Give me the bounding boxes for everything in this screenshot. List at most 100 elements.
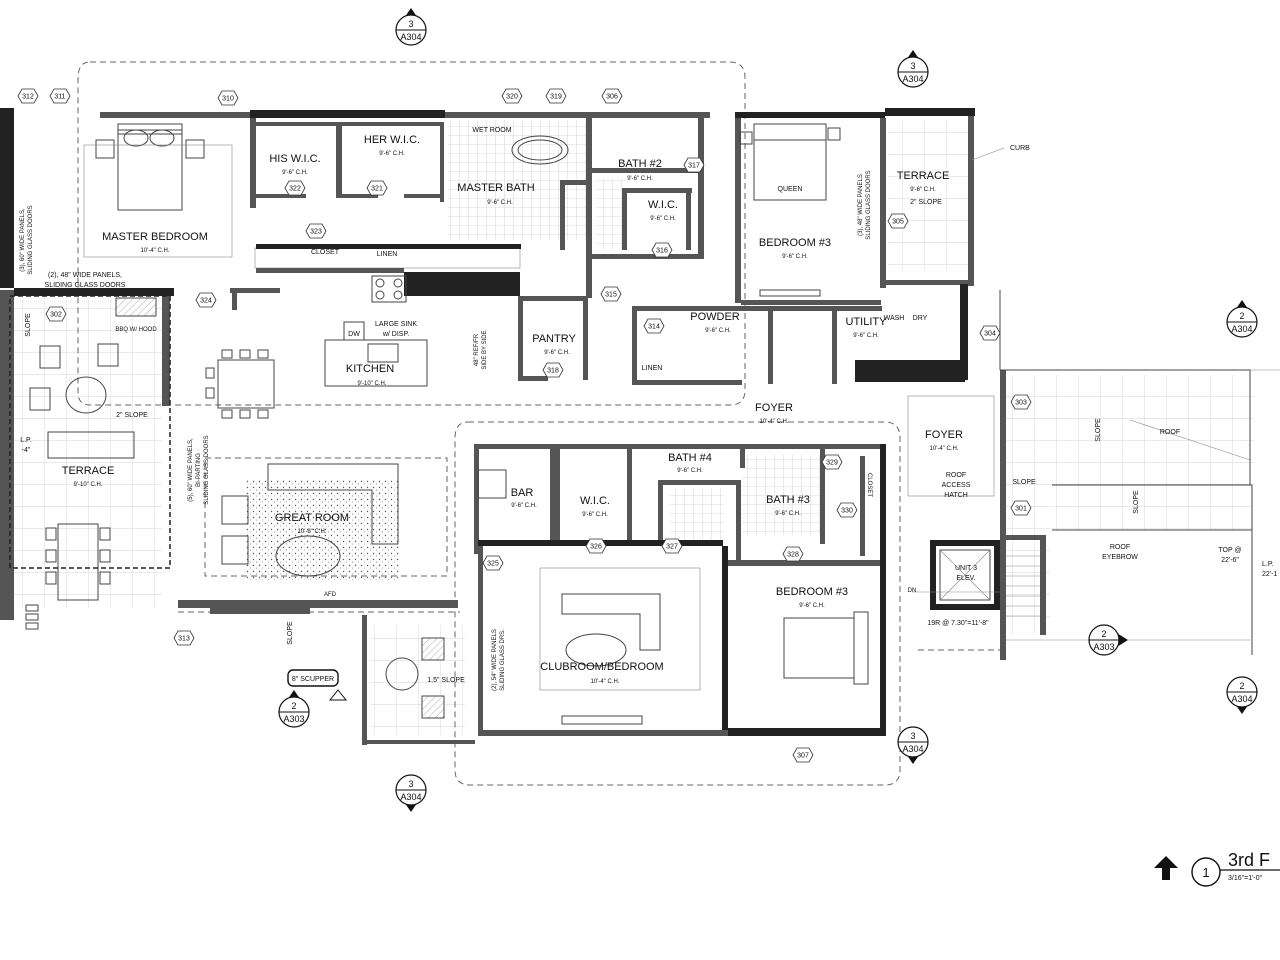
roof-hatch-label-2: ACCESS — [942, 482, 971, 489]
dishwasher-label: DW — [348, 331, 360, 338]
room-bath-4: BATH #4 — [668, 452, 712, 464]
section-sheet-ref: A304 — [1231, 324, 1252, 334]
room-tag-number: 311 — [54, 94, 65, 101]
drawing-scale: 3/16"=1'-0" — [1228, 875, 1263, 882]
drawing-number: 1 — [1202, 865, 1209, 880]
door-note: (3), 60" WIDE PANELS, — [20, 208, 26, 272]
title-block: 1 3rd F 3/16"=1'-0" — [1154, 850, 1280, 887]
afd-label: AFD — [324, 592, 337, 598]
sink-disp-note: w/ DISP. — [382, 331, 409, 338]
room-tag-number: 323 — [310, 229, 322, 236]
room-tag: 328 — [782, 546, 804, 562]
room-tag-number: 302 — [50, 312, 62, 319]
slope-note: SLOPE — [1095, 418, 1102, 442]
sink-note: LARGE SINK — [375, 321, 417, 328]
room-tag-number: 328 — [787, 552, 799, 559]
floor-finishes — [12, 120, 1254, 735]
room-tag: 321 — [366, 180, 388, 196]
room-tag-number: 307 — [797, 753, 809, 760]
slope-note: SLOPE — [25, 313, 32, 337]
room-tag: 310 — [217, 90, 239, 106]
room-bath-2: BATH #2 — [618, 158, 662, 170]
room-tag-number: 324 — [200, 298, 212, 305]
door-note: SLIDING GLASS DOORS — [204, 435, 210, 504]
section-sheet-ref: A304 — [1231, 694, 1252, 704]
room-kitchen: KITCHEN — [346, 363, 394, 375]
room-tag-number: 326 — [590, 544, 602, 551]
section-number: 2 — [1101, 629, 1106, 639]
room-foyer: FOYER — [925, 429, 963, 441]
room-tag-number: 320 — [506, 94, 518, 101]
room-tag-number: 301 — [1015, 506, 1027, 513]
room-tag-number: 303 — [1015, 400, 1027, 407]
section-sheet-ref: A303 — [283, 714, 304, 724]
slope-note: SLOPE — [1012, 479, 1036, 486]
room-foyer: FOYER — [755, 402, 793, 414]
low-point-value: 22'-1 — [1262, 571, 1277, 578]
room-tag: 318 — [542, 362, 564, 378]
room-tag: 314 — [643, 318, 665, 334]
room-great-room: GREAT ROOM — [275, 512, 349, 524]
room-bath-3: BATH #3 — [766, 494, 810, 506]
ceiling-height: 9'-6" C.H. — [487, 200, 513, 206]
room-tag: 326 — [585, 538, 607, 554]
ceiling-height: 9'-6" C.H. — [782, 254, 808, 260]
stair-down-label: DN — [908, 588, 917, 594]
curb-note: CURB — [1010, 145, 1030, 152]
room-tag: 312 — [17, 88, 39, 104]
bed-size: QUEEN — [778, 186, 803, 193]
section-number: 2 — [1239, 311, 1244, 321]
section-sheet-ref: A304 — [902, 744, 923, 754]
ceiling-height: 10'-4" C.H. — [591, 679, 620, 685]
room-tag-number: 329 — [826, 460, 838, 467]
room-closet: CLOSET — [311, 249, 340, 256]
ceiling-height: 9'-6" C.H. — [705, 328, 731, 334]
room-bedroom-3: BEDROOM #3 — [759, 237, 831, 249]
room-tag-number: 312 — [22, 94, 34, 101]
ref-note: SIDE BY SIDE — [482, 330, 488, 369]
room-tag-number: 316 — [656, 248, 668, 255]
bbq-label: BBQ W/ HOOD — [115, 327, 157, 333]
room-tag: 323 — [305, 223, 327, 239]
door-note: BI-PARTING — [196, 453, 202, 487]
roof-eyebrow-note-2: EYEBROW — [1102, 554, 1138, 561]
room-tag: 311 — [49, 88, 71, 104]
washer-label: WASH — [884, 315, 905, 322]
ceiling-height: 9'-6" C.H. — [910, 187, 936, 193]
room-tag: 327 — [661, 538, 683, 554]
roof-hatch-label: ROOF — [946, 472, 966, 479]
room-tag: 329 — [821, 454, 843, 470]
ceiling-height: 9'-6" C.H. — [627, 176, 653, 182]
section-sheet-ref: A304 — [902, 74, 923, 84]
section-number: 3 — [910, 61, 915, 71]
room-wic: W.I.C. — [648, 199, 678, 211]
room-tag-number: 321 — [371, 186, 383, 193]
room-tag: 319 — [545, 88, 567, 104]
door-note: SLIDING GLASS DOORS — [28, 205, 34, 274]
door-note: (3), 48" WIDE PANELS — [858, 174, 864, 236]
door-note: SLIDING GLASS DRS. — [500, 629, 506, 691]
room-tag: 313 — [173, 630, 195, 646]
low-point-label: L.P. — [20, 437, 32, 444]
section-number: 3 — [408, 779, 413, 789]
slope-note: SLOPE — [1133, 490, 1140, 514]
section-number: 2 — [1239, 681, 1244, 691]
slope-note: SLOPE — [287, 621, 294, 645]
room-tag: 307 — [792, 747, 814, 763]
roof-hatch-label-3: HATCH — [944, 492, 968, 499]
room-her-wic: HER W.I.C. — [364, 134, 420, 146]
section-number: 3 — [910, 731, 915, 741]
room-tag: 330 — [836, 502, 858, 518]
ceiling-height: 9'-6" C.H. — [282, 170, 308, 176]
slope-note: 2" SLOPE — [116, 412, 148, 419]
room-tag-number: 314 — [648, 324, 660, 331]
room-tag-number: 310 — [222, 96, 234, 103]
room-tag: 316 — [651, 242, 673, 258]
room-terrace: TERRACE — [62, 465, 115, 477]
